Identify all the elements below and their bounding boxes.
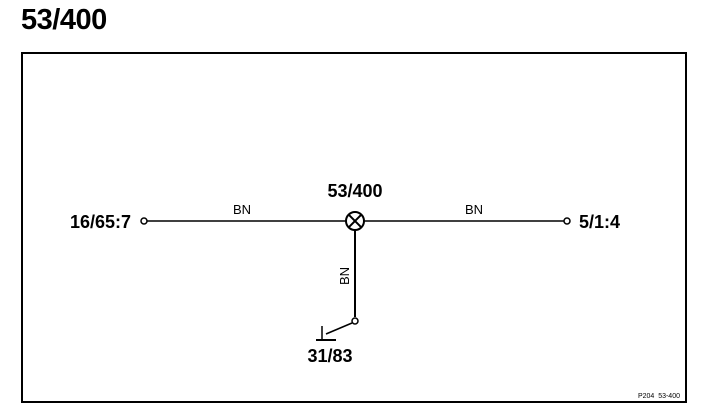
wire-vertical-color-label: BN <box>337 267 352 285</box>
footer-reference: P204 53-400 <box>638 393 680 400</box>
terminal-bottom-label: 31/83 <box>307 346 352 366</box>
terminal-left-connector <box>140 217 148 225</box>
page-title: 53/400 <box>21 4 107 36</box>
terminal-right-label: 5/1:4 <box>579 212 620 232</box>
diagram-frame <box>21 52 687 403</box>
lamp-icon <box>345 211 365 231</box>
terminal-left-label: 16/65:7 <box>70 212 131 232</box>
terminal-right-connector <box>563 217 571 225</box>
wire-right-color-label: BN <box>465 202 483 217</box>
component-label: 53/400 <box>327 181 382 201</box>
wire-left-color-label: BN <box>233 202 251 217</box>
switch-icon <box>316 317 359 341</box>
